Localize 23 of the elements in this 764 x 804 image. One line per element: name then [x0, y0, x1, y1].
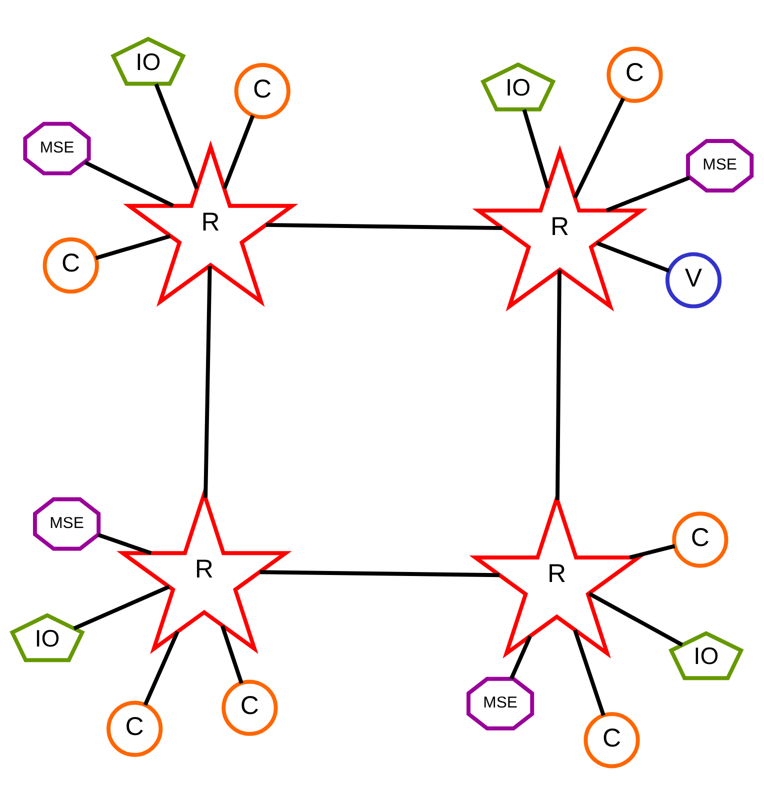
connector [510, 635, 532, 680]
node-circle: C [42, 236, 99, 294]
connector [143, 630, 180, 706]
connector [222, 114, 255, 189]
node-circle: C [672, 511, 728, 568]
node-circle: C [606, 46, 663, 102]
node-circle: V [665, 252, 722, 308]
connector [606, 175, 690, 212]
connector [522, 108, 550, 188]
connector [98, 532, 152, 554]
connector [629, 544, 676, 559]
connector [95, 234, 171, 260]
connector [266, 222, 502, 230]
connector [260, 570, 500, 577]
node-circle: C [222, 679, 278, 736]
node-circle: C [584, 712, 640, 768]
connector [220, 624, 244, 684]
node-circle: C [106, 700, 163, 756]
connector [573, 628, 606, 716]
connector [84, 160, 174, 207]
connector [154, 82, 199, 189]
connector [573, 97, 626, 198]
node-circle: C [234, 62, 290, 119]
